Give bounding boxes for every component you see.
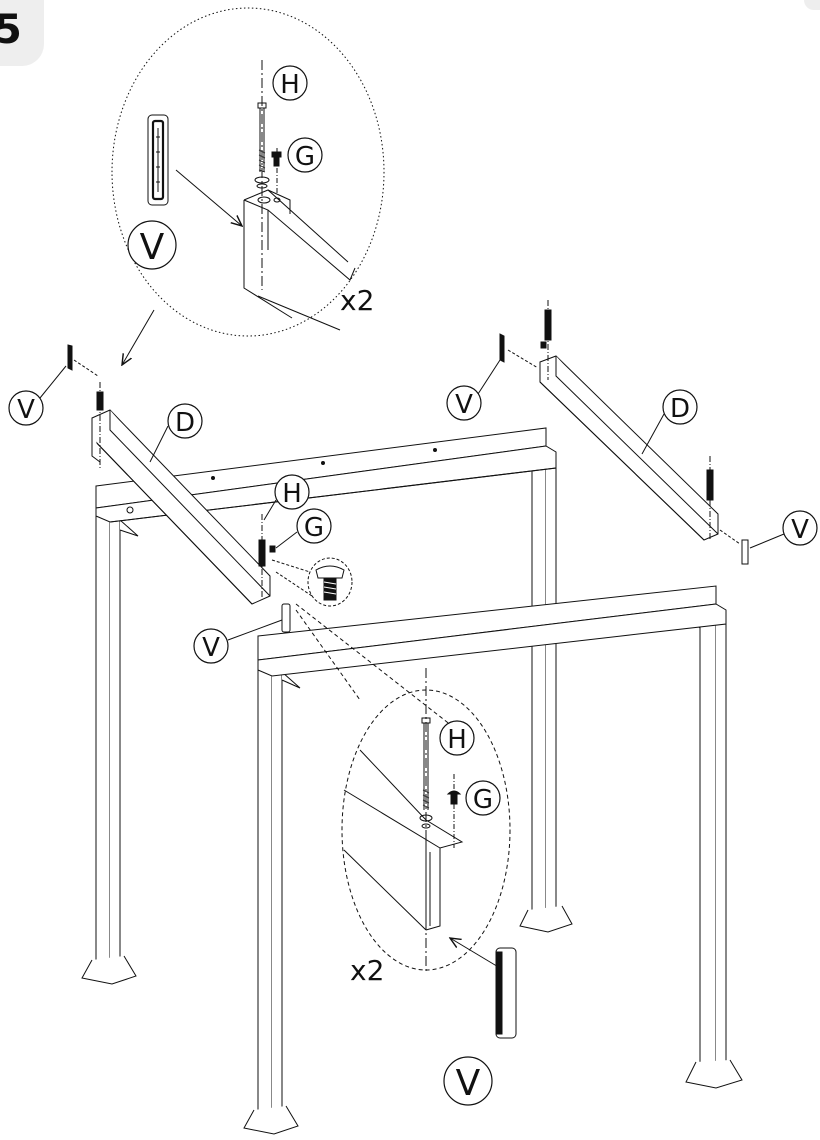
callout-v-right: V [446, 385, 482, 421]
callout-v-left: V [8, 390, 44, 426]
svg-text:V: V [455, 390, 473, 420]
step-tab: 5 [0, 0, 44, 66]
callout-h-top: H [272, 65, 308, 101]
post-back-left [81, 511, 139, 985]
step-number: 5 [0, 7, 22, 53]
bolt-h-detail-bottom [419, 717, 433, 829]
beam-d-right [539, 355, 719, 541]
svg-text:H: H [447, 725, 467, 755]
post-back-right [519, 461, 573, 933]
hardware-right-beam [499, 300, 749, 565]
callout-d-left: D [167, 403, 203, 439]
svg-text:V: V [17, 395, 35, 425]
callout-d-right: D [662, 389, 698, 425]
quantity-label-top: x2 [340, 284, 374, 317]
screw-g-detail-top [271, 148, 282, 195]
callout-g-bottom: G [465, 780, 501, 816]
callout-v-top: V [127, 220, 177, 270]
beam-end-detail-bottom [343, 749, 464, 931]
insert-arrow-top [175, 169, 242, 226]
detail-bubble-bottom [295, 603, 517, 1039]
callout-h-left: H [274, 474, 310, 510]
end-cap-v-detail-top [147, 114, 169, 206]
callout-v-bottom: V [443, 1056, 493, 1106]
beam-d-left [91, 409, 271, 605]
callout-v-right-end: V [782, 510, 818, 546]
svg-text:G: G [473, 785, 493, 815]
screw-g-detail-bottom [446, 774, 462, 848]
svg-text:D: D [670, 394, 690, 424]
detail-bubble-top [111, 7, 385, 365]
insert-arrow-bottom [450, 938, 501, 969]
svg-text:H: H [280, 70, 300, 100]
beam-end-detail-top [243, 189, 356, 331]
screw-magnifier [271, 557, 353, 607]
frame-structure [81, 355, 743, 1135]
svg-text:V: V [140, 227, 165, 268]
callout-g-top: G [287, 137, 323, 173]
post-front-left [243, 661, 301, 1135]
detail-bubble-top-outline [111, 7, 385, 337]
end-cap-v-detail-bottom [495, 947, 517, 1039]
bolt-h-detail-top [254, 102, 270, 189]
svg-text:D: D [175, 408, 195, 438]
beam-front [257, 585, 727, 677]
svg-text:V: V [202, 633, 220, 663]
post-front-right [685, 612, 743, 1089]
hardware-left-beam [67, 344, 291, 633]
callout-g-left: G [296, 508, 332, 544]
callout-v-left-bottom: V [193, 628, 229, 664]
quantity-label-bottom: x2 [350, 954, 384, 987]
svg-text:H: H [282, 479, 302, 509]
callout-h-bottom: H [439, 720, 475, 756]
detail-leader-top [122, 309, 155, 365]
svg-text:V: V [456, 1063, 481, 1104]
beam-back [95, 427, 557, 523]
svg-text:V: V [791, 515, 809, 545]
svg-text:G: G [295, 142, 315, 172]
svg-text:G: G [304, 513, 324, 543]
page-corner [804, 0, 820, 10]
